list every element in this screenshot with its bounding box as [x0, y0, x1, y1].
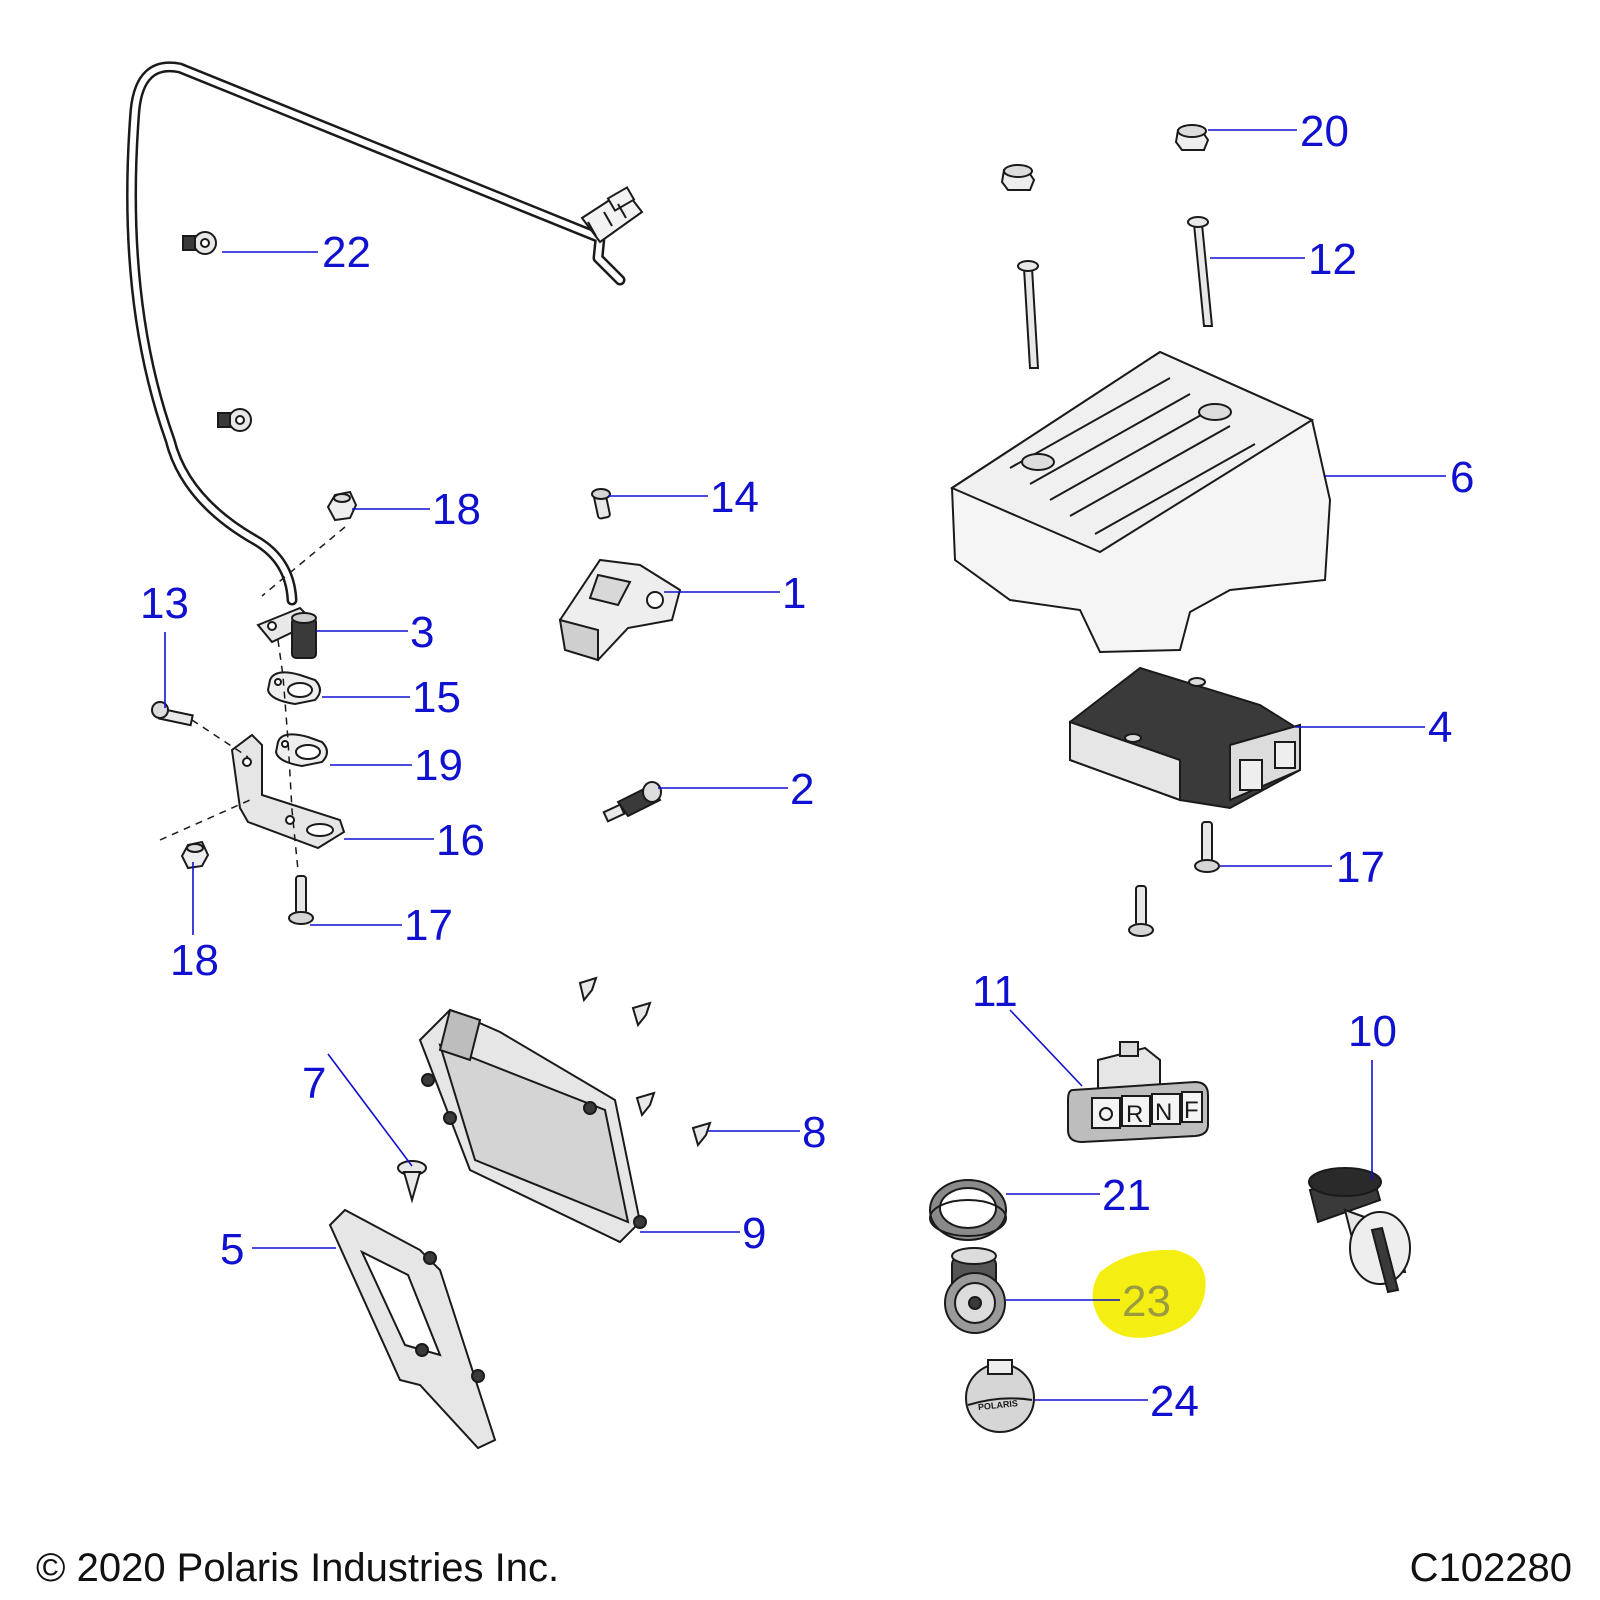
long-bolt-12 — [1187, 216, 1214, 327]
cap-20-second — [1000, 164, 1036, 191]
leader-lines — [164, 129, 1446, 1401]
callout-labels: 22 18 13 3 15 19 16 17 18 14 1 2 7 8 9 5… — [140, 107, 1474, 1426]
callout-15: 15 — [412, 673, 461, 722]
callout-11: 11 — [972, 967, 1018, 1016]
drive-mode-switch-11 — [1067, 1041, 1209, 1144]
screws-8 — [578, 976, 712, 1148]
temp-sensor-2 — [602, 781, 662, 823]
long-bolt-12-second — [1017, 260, 1040, 369]
callout-20: 20 — [1300, 107, 1349, 156]
copyright-notice: © 2020 Polaris Industries Inc. — [36, 1546, 560, 1590]
socket-cap-badge: POLARIS — [977, 1398, 1018, 1412]
callout-18-lower: 18 — [170, 936, 219, 985]
retaining-ring-23 — [929, 1179, 1007, 1241]
nut-18-lower — [180, 840, 210, 870]
callout-5: 5 — [220, 1225, 244, 1274]
callout-12: 12 — [1308, 235, 1357, 284]
bolt-14 — [591, 488, 611, 520]
switch-legend: R N F — [1126, 1097, 1199, 1128]
switch-legend-n: N — [1155, 1099, 1172, 1126]
bolt-17-right — [1194, 821, 1220, 873]
ignition-switch-10 — [1308, 1167, 1411, 1294]
drawing-number: C102280 — [1409, 1546, 1572, 1590]
assembly-lines — [159, 526, 346, 871]
bolt-13 — [151, 701, 194, 727]
callout-14: 14 — [710, 473, 759, 522]
harness-clip — [217, 408, 252, 432]
harness-connector — [580, 186, 644, 244]
callout-8: 8 — [802, 1108, 826, 1157]
switch-legend-f: F — [1184, 1097, 1199, 1124]
mounting-bracket-5 — [328, 1208, 497, 1450]
harness-clip-24 — [182, 231, 217, 255]
callout-6: 6 — [1450, 453, 1474, 502]
callout-21: 23 — [1122, 1277, 1171, 1326]
sensor-harness — [126, 61, 626, 606]
switch-legend-r: R — [1126, 1101, 1143, 1128]
gasket-19 — [274, 733, 328, 768]
bolt-17-left — [288, 875, 314, 925]
socket-cap-22 — [965, 1359, 1035, 1433]
callout-22: 24 — [1150, 1377, 1199, 1426]
callout-18-upper: 18 — [432, 485, 481, 534]
power-socket-21 — [944, 1247, 1006, 1334]
callout-1: 1 — [782, 569, 806, 618]
callout-7: 7 — [302, 1059, 326, 1108]
callout-19: 19 — [414, 741, 463, 790]
callout-21-highlight — [1092, 1249, 1206, 1338]
nut-18-upper — [326, 490, 358, 522]
gasket-15 — [266, 671, 321, 706]
cover-6 — [949, 350, 1332, 654]
ecu-module-9 — [418, 1008, 647, 1244]
callout-2: 2 — [790, 765, 814, 814]
speed-sensor-3 — [256, 606, 317, 659]
callout-17-right: 17 — [1336, 843, 1385, 892]
callout-24: 22 — [322, 228, 371, 277]
push-rivet-7 — [397, 1160, 427, 1204]
callout-3: 3 — [410, 608, 434, 657]
callout-16: 16 — [436, 816, 485, 865]
regulator-4 — [1069, 666, 1301, 810]
callout-4: 4 — [1428, 703, 1452, 752]
callout-9: 9 — [742, 1209, 766, 1258]
callout-10: 10 — [1348, 1007, 1397, 1056]
callout-23: 21 — [1102, 1171, 1151, 1220]
bolt-17-right-2 — [1128, 885, 1154, 937]
map-sensor-1 — [558, 558, 682, 662]
callout-17-left: 17 — [404, 901, 453, 950]
callout-13: 13 — [140, 579, 189, 628]
bracket-16 — [230, 733, 346, 850]
cap-20 — [1174, 124, 1210, 151]
